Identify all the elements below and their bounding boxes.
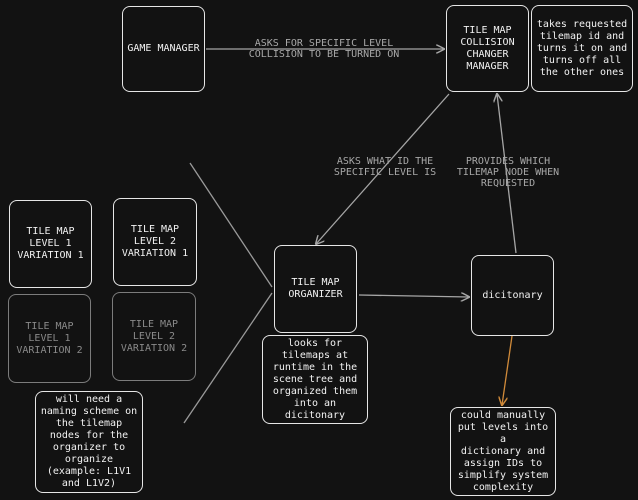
tilemap-l1v2-label: TILE MAP LEVEL 1 VARIATION 2 <box>16 320 83 356</box>
edge-dictionary-to-note <box>502 335 513 405</box>
edge-collision-to-organizer <box>316 93 450 244</box>
organizer-note-text: looks for tilemaps at runtime in the sce… <box>272 337 358 421</box>
naming-note-text: will need a naming scheme on the tilemap… <box>40 394 138 489</box>
game-manager-box: GAME MANAGER <box>122 6 205 92</box>
tilemap-level2-variation2-box: TILE MAP LEVEL 2 VARIATION 2 <box>112 292 196 381</box>
tilemap-level1-variation1-box: TILE MAP LEVEL 1 VARIATION 1 <box>9 200 92 288</box>
dictionary-box: dicitonary <box>471 255 554 336</box>
organizer-label: TILE MAP ORGANIZER <box>288 277 343 300</box>
edge-label-asks-collision: ASKS FOR SPECIFIC LEVEL COLLISION TO BE … <box>248 38 400 60</box>
dictionary-label: dicitonary <box>482 289 543 301</box>
organizer-note: looks for tilemaps at runtime in the sce… <box>262 335 368 424</box>
collision-note-text: takes requested tilemap id and turns it … <box>536 18 628 78</box>
edge-label-asks-id: ASKS WHAT ID THE SPECIFIC LEVEL IS <box>333 156 437 178</box>
tilemap-level1-variation2-box: TILE MAP LEVEL 1 VARIATION 2 <box>8 294 91 383</box>
tilemap-organizer-box: TILE MAP ORGANIZER <box>274 245 357 333</box>
tilemap-l2v2-label: TILE MAP LEVEL 2 VARIATION 2 <box>120 318 188 354</box>
group-bracket-lower <box>183 292 273 424</box>
edge-dictionary-to-collision <box>497 94 517 254</box>
dictionary-note-text: could manually put levels into a diction… <box>457 409 549 493</box>
tilemap-l2v1-label: TILE MAP LEVEL 2 VARIATION 1 <box>121 224 189 259</box>
collision-manager-note: takes requested tilemap id and turns it … <box>531 5 633 92</box>
collision-manager-label: TILE MAP COLLISION CHANGER MANAGER <box>460 24 515 72</box>
tilemap-level2-variation1-box: TILE MAP LEVEL 2 VARIATION 1 <box>113 198 197 286</box>
tilemap-l1v1-label: TILE MAP LEVEL 1 VARIATION 1 <box>17 226 84 261</box>
game-manager-label: GAME MANAGER <box>127 43 200 54</box>
group-bracket-upper <box>189 162 273 288</box>
edge-label-provides-node: PROVIDES WHICH TILEMAP NODE WHEN REQUEST… <box>456 156 560 189</box>
dictionary-note: could manually put levels into a diction… <box>450 407 556 496</box>
collision-manager-box: TILE MAP COLLISION CHANGER MANAGER <box>446 5 529 92</box>
edge-organizer-to-dictionary <box>358 295 469 297</box>
naming-scheme-note: will need a naming scheme on the tilemap… <box>35 391 143 493</box>
